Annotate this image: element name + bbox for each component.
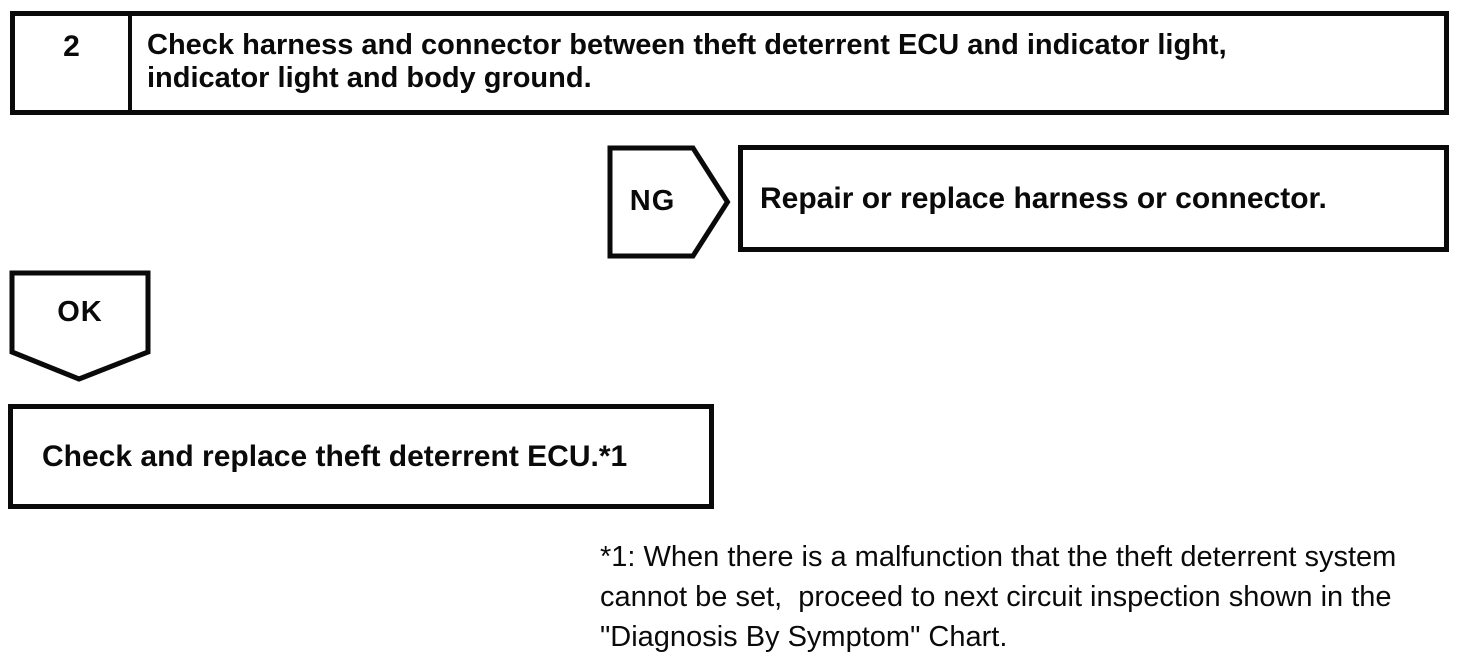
step-instruction-line: Check harness and connector between thef… [147,29,1227,61]
footnote: *1: When there is a malfunction that the… [600,537,1396,657]
ok-pentagon-shape [9,270,151,382]
ng-result-box: Repair or replace harness or connector. [738,145,1449,252]
ok-result-box: Check and replace theft deterrent ECU.*1 [8,404,714,509]
step-box: 2 Check harness and connector between th… [10,11,1449,115]
step-number: 2 [15,16,132,110]
ok-label: OK [57,296,103,328]
ng-label: NG [629,185,676,217]
step-instruction-line: indicator light and body ground. [147,62,592,94]
footnote-line: *1: When there is a malfunction that the… [600,541,1397,573]
ng-pentagon-shape [607,145,731,259]
footnote-line: cannot be set, proceed to next circuit i… [600,581,1392,613]
step-instruction: Check harness and connector between thef… [132,16,1241,110]
ng-result-text: Repair or replace harness or connector. [760,181,1327,215]
footnote-line: "Diagnosis By Symptom" Chart. [600,621,1008,653]
ok-result-text: Check and replace theft deterrent ECU.*1 [42,439,628,473]
